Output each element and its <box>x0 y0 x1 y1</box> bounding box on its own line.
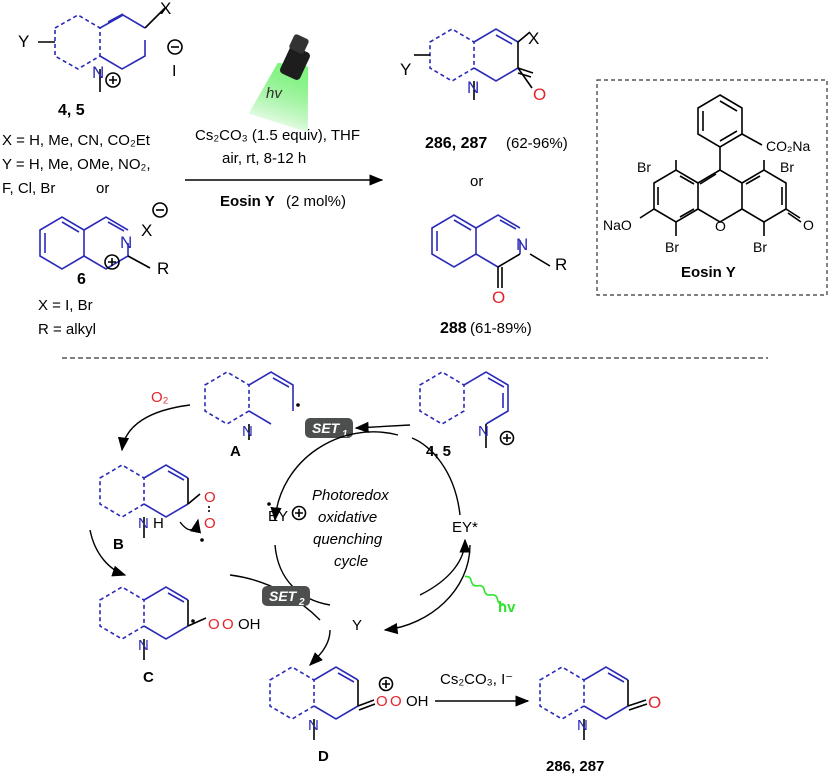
eosin-ring-o: O <box>715 218 726 234</box>
cycle-text-4: cycle <box>334 553 368 570</box>
label-a: A <box>230 443 241 460</box>
eosin-nao: NaO <box>603 217 632 233</box>
conditions-line-1: Cs₂CO₃ (1.5 equiv), THF <box>195 127 360 144</box>
eosin-br-top-right: Br <box>780 159 794 175</box>
label-c: C <box>143 669 154 686</box>
intermediate-b-o1: O <box>204 489 216 506</box>
final-n: N <box>577 717 588 734</box>
catalyst-loading: (2 mol%) <box>286 193 346 210</box>
intermediate-d-o: O <box>376 693 388 710</box>
eosin-co2na: CO₂Na <box>766 138 811 154</box>
final-compound-label: 286, 287 <box>546 758 604 775</box>
final-carbonyl-o: O <box>648 693 661 712</box>
intermediate-c-oh: OH <box>238 616 261 633</box>
substituent-y: Y <box>18 32 29 51</box>
cycle-arc-left <box>270 431 399 522</box>
y-definition-2: F, Cl, Br <box>2 180 55 197</box>
product-carbonyl-o: O <box>533 85 546 104</box>
intermediate-b-n: N <box>138 515 149 532</box>
cycle-text-3: quenching <box>313 531 383 548</box>
label-b: B <box>113 536 124 553</box>
set2-label: SET <box>269 588 298 604</box>
nitrogen-label: N <box>92 63 104 82</box>
isoquinolone-product: N R O <box>431 214 567 307</box>
yield-288: (61-89%) <box>470 320 532 337</box>
intermediate-b-o2: O <box>204 515 216 532</box>
light-source-icon: hv <box>248 34 310 133</box>
compound-4-5-label: 4, 5 <box>58 102 85 119</box>
substituent-x: X <box>160 0 171 18</box>
x-definition-2: X = I, Br <box>38 297 93 314</box>
x-definition: X = H, Me, CN, CO₂Et <box>2 132 151 149</box>
eosin-y-box <box>596 79 828 296</box>
isoquinolinium-n: N <box>120 233 132 252</box>
compound-6-label: 6 <box>77 271 86 288</box>
cycle-arc-right <box>419 538 471 596</box>
intermediate-d-n: N <box>308 717 319 734</box>
intermediate-d-oh: OH <box>406 693 429 710</box>
or-label-1: or <box>96 180 109 197</box>
intermediate-a-n: N <box>242 423 253 440</box>
cycle-text-2: oxidative <box>318 509 377 526</box>
product-y: Y <box>400 60 411 79</box>
isoquinolinium-x: X <box>141 221 152 240</box>
set2-badge <box>262 586 310 606</box>
intermediate-c-o: O <box>208 616 220 633</box>
product-x: X <box>528 29 539 48</box>
product-n: N <box>467 78 479 97</box>
iodide-counterion: I <box>172 63 176 80</box>
intermediate-d: N O O OH D <box>269 666 429 765</box>
set1-subscript: 1 <box>342 429 348 440</box>
compound-286-287-label: 286, 287 <box>425 135 487 152</box>
yield-286-287: (62-96%) <box>506 135 568 152</box>
intermediate-c-o2: O <box>222 616 234 633</box>
ey-excited: EY* <box>452 519 478 536</box>
set2-subscript: 2 <box>298 597 305 608</box>
eosin-carbonyl-o: O <box>803 217 814 233</box>
eosin-y-label: Eosin Y <box>681 264 736 281</box>
ey-radical-cation: EY <box>268 508 288 525</box>
intermediate-a: N A <box>204 371 300 460</box>
or-label-2: or <box>470 173 483 190</box>
conditions-line-2: air, rt, 8-12 h <box>222 150 306 167</box>
eosin-y-structure: CO₂Na Br Br NaO O O Br Br Eosin Y <box>603 94 814 281</box>
hv-label-cycle: hv <box>498 599 516 616</box>
quinolinium-salt: Y X N I 4, 5 <box>18 0 183 119</box>
final-reagents: Cs₂CO₃, I⁻ <box>440 671 513 688</box>
catalyst-name: Eosin Y <box>220 193 275 210</box>
isoquinolone-n: N <box>516 235 528 254</box>
eosin-br-bottom-right: Br <box>753 239 767 255</box>
isoquinolinium-salt: X N R 6 <box>39 202 169 288</box>
eosin-br-bottom-left: Br <box>665 239 679 255</box>
intermediate-b-h: H <box>153 515 164 532</box>
oxygen-label: O₂ <box>151 389 169 406</box>
quinolone-product: Y X N O <box>400 28 546 104</box>
cycle-y: Y <box>352 617 362 634</box>
hv-label-top: hv <box>266 85 283 102</box>
y-definition-1: Y = H, Me, OMe, NO₂, <box>2 156 151 173</box>
intermediate-c-n: N <box>138 637 149 654</box>
r-definition: R = alkyl <box>38 321 96 338</box>
mechanism-start-label: 4, 5 <box>426 443 451 460</box>
intermediate-c: N O O OH C <box>99 586 261 686</box>
intermediate-d-o2: O <box>390 693 402 710</box>
label-d: D <box>318 748 329 765</box>
set1-badge <box>305 418 353 438</box>
compound-288-label: 288 <box>440 320 467 337</box>
isoquinolone-r: R <box>555 255 567 274</box>
mechanism-quinolinium: N 4, 5 <box>419 371 515 460</box>
mechanism-quinolinium-n: N <box>478 423 489 440</box>
light-wave-icon <box>464 575 505 606</box>
set1-label: SET <box>312 420 341 436</box>
isoquinolinium-r: R <box>157 259 169 278</box>
eosin-br-top-left: Br <box>637 159 651 175</box>
isoquinolone-carbonyl-o: O <box>492 288 505 307</box>
intermediate-b: N H O O B <box>99 464 216 553</box>
cycle-text-1: Photoredox <box>312 487 389 504</box>
final-quinolone: N O 286, 287 <box>539 666 661 775</box>
